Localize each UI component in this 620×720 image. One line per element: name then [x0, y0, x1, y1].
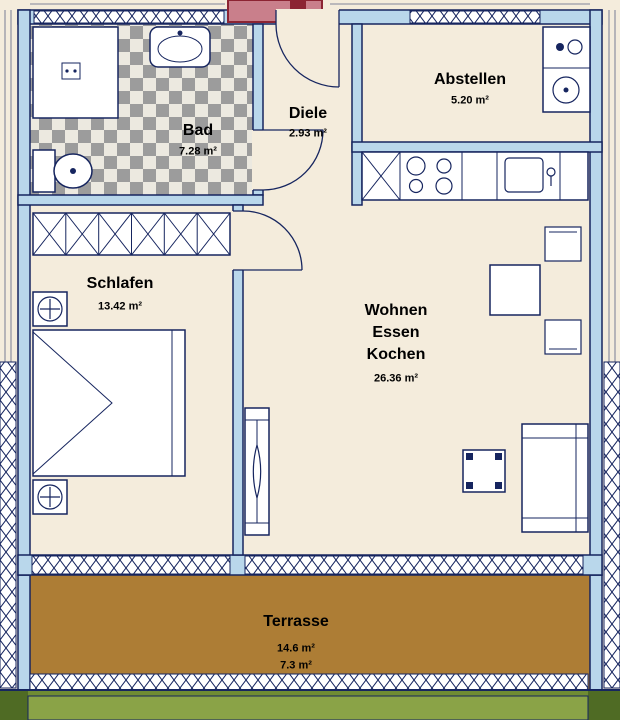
bad-door-opening — [252, 129, 264, 191]
wall-abstellen-wohnen — [351, 141, 603, 153]
label-wohnen-line2: Essen — [372, 324, 420, 341]
windows — [31, 10, 584, 575]
wall-left — [17, 9, 31, 576]
terrace-wall-right — [589, 574, 603, 691]
window-wohnen-terrace — [244, 555, 584, 575]
nightstand-top — [32, 291, 68, 327]
area-schlafen: 13.42 m² — [97, 300, 143, 313]
side-divider-left — [0, 361, 17, 689]
shower — [32, 26, 119, 119]
side-divider-right — [603, 361, 620, 689]
garden-strip — [0, 689, 620, 720]
wall-schlafen-wohnen — [232, 204, 244, 556]
area-bad: 7.28 m² — [179, 145, 217, 158]
area-wohnen: 26.36 m² — [373, 372, 419, 385]
label-wohnen-line1: Wohnen — [364, 302, 428, 319]
nightstand-bottom — [32, 479, 68, 515]
label-wohnen-line3: Kochen — [366, 346, 426, 363]
terrace-railing — [29, 673, 589, 691]
wall-diele-abstellen — [351, 23, 363, 206]
bed — [32, 329, 186, 477]
label-diele: Diele — [288, 105, 328, 122]
window-abstellen — [409, 10, 541, 24]
terrace-floor — [30, 575, 590, 690]
dining-table — [489, 264, 541, 316]
wardrobe — [32, 212, 231, 256]
washbasin — [149, 26, 211, 68]
stove-icon — [406, 156, 453, 195]
basin-icon — [567, 39, 583, 55]
label-schlafen: Schlafen — [86, 275, 154, 292]
schlafen-door-arc — [242, 210, 303, 271]
handle-lens-icon — [252, 442, 262, 501]
entrance-door-arc — [275, 23, 340, 88]
entrance-opening — [275, 9, 340, 25]
window-schlafen-terrace — [31, 555, 231, 575]
side-table — [462, 449, 506, 493]
area-diele: 2.93 m² — [289, 127, 327, 140]
tap-icon — [556, 43, 564, 51]
toilet — [32, 149, 93, 193]
neighbour-wall-lines — [4, 3, 616, 362]
bad-door-arc — [262, 129, 324, 191]
door-swings — [242, 23, 340, 271]
washing-machine-icon — [552, 76, 580, 104]
terrace-wall-left — [17, 574, 31, 691]
wall-bad-schlafen — [17, 194, 264, 206]
window-bad — [33, 10, 225, 24]
label-bad: Bad — [182, 122, 214, 139]
kitchen-sink-icon — [504, 157, 556, 193]
label-terrasse: Terrasse — [263, 613, 329, 630]
sliding-door — [244, 407, 270, 536]
cabinet-x-icon — [361, 151, 401, 201]
chair-top — [544, 226, 582, 262]
wall-right — [589, 9, 603, 576]
chair-bottom — [544, 319, 582, 355]
kitchen-counter — [361, 151, 589, 201]
label-abstellen: Abstellen — [433, 71, 507, 88]
area-abstellen: 5.20 m² — [451, 94, 489, 107]
area-terrasse-upper: 14.6 m² — [277, 642, 315, 655]
door-openings — [232, 9, 340, 271]
schlafen-door-opening — [232, 210, 244, 271]
appliances — [542, 26, 591, 113]
area-terrasse-lower: 7.3 m² — [280, 659, 312, 672]
sofa — [521, 423, 589, 533]
